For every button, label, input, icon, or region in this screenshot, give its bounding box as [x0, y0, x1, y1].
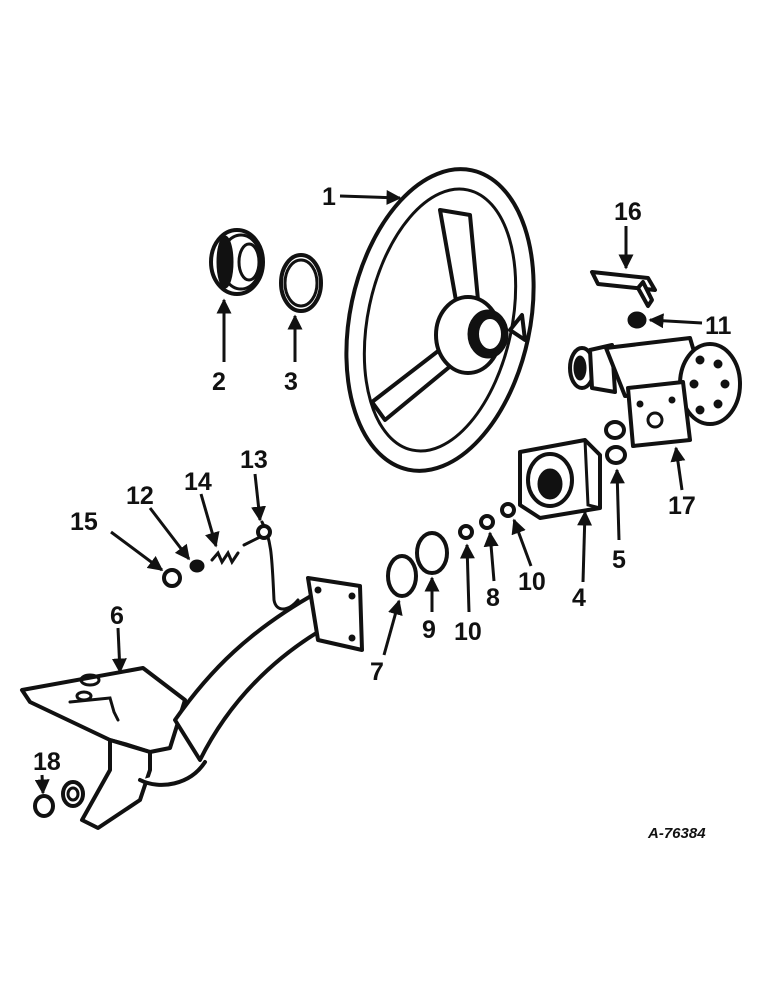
steering-valve [568, 336, 742, 448]
label-10b: 10 [518, 568, 546, 596]
label-6: 6 [110, 602, 124, 630]
label-12: 12 [126, 482, 154, 510]
label-10a: 10 [454, 618, 482, 646]
callouts: 1 2 3 4 5 6 7 8 9 10 10 11 12 13 14 15 1… [33, 183, 732, 842]
bracket [590, 270, 657, 308]
steering-column [20, 520, 364, 830]
washers [604, 420, 627, 465]
label-2: 2 [212, 368, 226, 396]
nut [627, 311, 647, 329]
label-17: 17 [668, 492, 696, 520]
label-9: 9 [422, 616, 436, 644]
o-ring [415, 531, 449, 575]
small-washers [458, 502, 516, 540]
hub-cap [209, 228, 265, 296]
steering-wheel [344, 167, 536, 473]
grommets [33, 780, 85, 818]
adapter-housing [518, 438, 602, 520]
label-1: 1 [322, 183, 336, 211]
seal-ring [386, 554, 418, 598]
drawing-reference: A-76384 [647, 825, 706, 842]
label-13: 13 [240, 446, 268, 474]
detent-parts [162, 524, 272, 588]
label-16: 16 [614, 198, 642, 226]
label-3: 3 [284, 368, 298, 396]
label-14: 14 [184, 468, 212, 496]
label-18: 18 [33, 748, 61, 776]
label-15: 15 [70, 508, 98, 536]
label-8: 8 [486, 584, 500, 612]
label-7: 7 [370, 658, 384, 686]
label-4: 4 [572, 584, 586, 612]
label-11: 11 [705, 312, 732, 340]
leader-arrows [34, 190, 703, 795]
snap-ring [279, 253, 323, 313]
label-5: 5 [612, 546, 626, 574]
